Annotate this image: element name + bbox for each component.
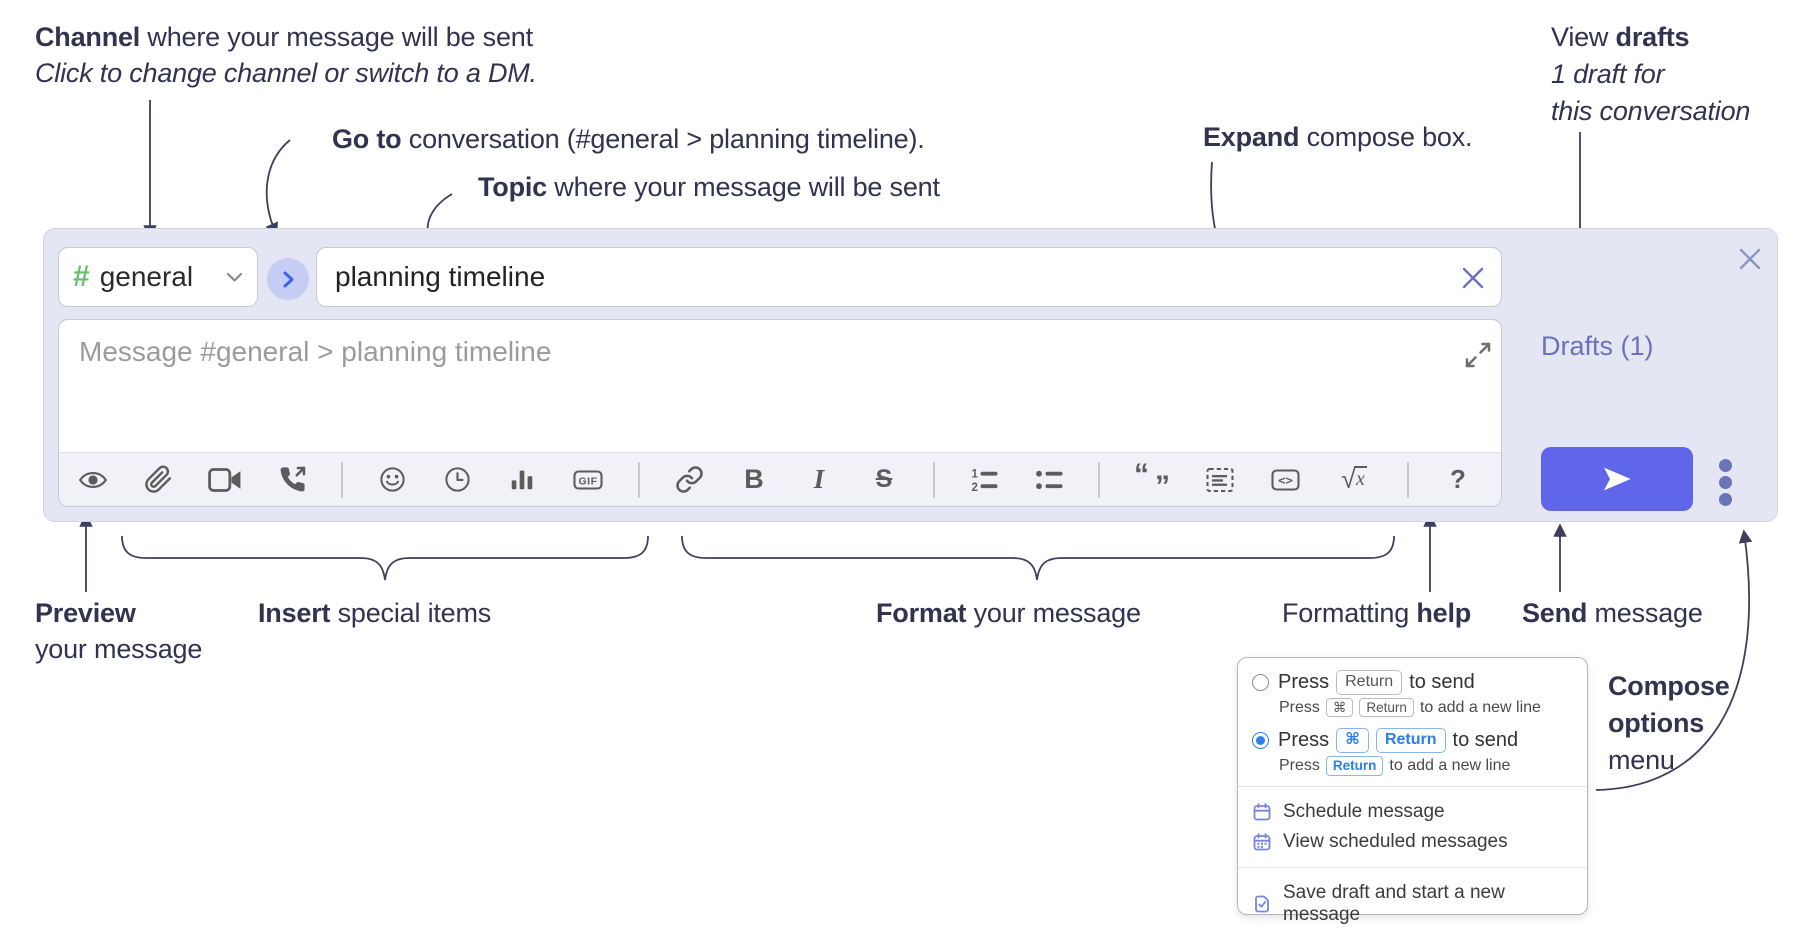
compose-options-menu-button[interactable] bbox=[1719, 459, 1732, 506]
menu-item-schedule-message[interactable]: Schedule message bbox=[1252, 797, 1573, 827]
toolbar-divider bbox=[638, 461, 640, 498]
message-box: GIF B I S 12 “” bbox=[58, 319, 1502, 507]
annotation-drafts-line3: this conversation bbox=[1551, 96, 1751, 126]
preview-icon[interactable] bbox=[77, 462, 109, 498]
code-icon[interactable]: <> bbox=[1269, 462, 1301, 498]
attach-file-icon[interactable] bbox=[142, 462, 174, 498]
voice-call-icon[interactable] bbox=[276, 462, 308, 498]
svg-text:<>: <> bbox=[1277, 472, 1292, 487]
svg-text:2: 2 bbox=[972, 482, 978, 494]
gif-icon[interactable]: GIF bbox=[571, 462, 605, 498]
math-icon[interactable]: √x bbox=[1341, 464, 1367, 494]
key-cmd: ⌘ bbox=[1336, 728, 1369, 754]
poll-icon[interactable] bbox=[506, 462, 538, 498]
formatting-help-icon[interactable]: ? bbox=[1450, 464, 1466, 494]
radio-unselected[interactable] bbox=[1252, 673, 1269, 691]
toolbar-divider bbox=[1098, 461, 1100, 498]
key-return: Return bbox=[1336, 670, 1403, 695]
go-to-conversation-button[interactable] bbox=[267, 258, 309, 300]
annotation-formatting-help: Formatting help bbox=[1282, 598, 1472, 628]
send-icon bbox=[1603, 467, 1631, 491]
quote-icon[interactable]: “” bbox=[1134, 457, 1170, 503]
calendar-icon bbox=[1253, 802, 1271, 821]
expand-compose-icon[interactable] bbox=[1463, 340, 1493, 370]
draft-document-check-icon bbox=[1255, 895, 1269, 913]
emoji-icon[interactable] bbox=[376, 462, 408, 498]
annotation-channel: Channel where your message will be sent bbox=[35, 22, 533, 52]
annotation-goto: Go to conversation (#general > planning … bbox=[332, 124, 925, 154]
annotation-preview: Preview bbox=[35, 598, 136, 628]
toolbar-divider bbox=[933, 461, 935, 498]
message-input[interactable] bbox=[59, 320, 1501, 452]
svg-text:GIF: GIF bbox=[579, 475, 598, 487]
clear-topic-icon[interactable] bbox=[1459, 264, 1487, 292]
topic-input[interactable] bbox=[317, 248, 1501, 306]
bulleted-list-icon[interactable] bbox=[1033, 462, 1065, 498]
spoiler-icon[interactable] bbox=[1204, 462, 1236, 498]
annotation-topic: Topic where your message will be sent bbox=[478, 172, 940, 202]
annotation-send: Send message bbox=[1522, 598, 1703, 628]
annotation-compose-options: Compose options menu bbox=[1608, 671, 1730, 775]
global-time-icon[interactable] bbox=[441, 462, 473, 498]
compose-box: # general bbox=[43, 228, 1778, 522]
annotation-drafts-line2: 1 draft for bbox=[1551, 59, 1665, 89]
chevron-down-icon bbox=[226, 272, 243, 282]
channel-hash-icon: # bbox=[73, 260, 90, 293]
key-return: Return bbox=[1375, 728, 1446, 754]
key-cmd: ⌘ bbox=[1325, 697, 1354, 718]
italic-icon[interactable]: I bbox=[813, 464, 825, 494]
link-icon[interactable] bbox=[673, 462, 705, 498]
annotation-insert: Insert special items bbox=[258, 598, 492, 628]
annotation-view-drafts: View drafts bbox=[1551, 22, 1690, 52]
toolbar-divider bbox=[341, 461, 343, 498]
menu-item-save-draft[interactable]: Save draft and start a new message bbox=[1252, 878, 1573, 930]
chevron-right-icon bbox=[283, 271, 293, 287]
annotation-format: Format your message bbox=[876, 598, 1141, 628]
send-button[interactable] bbox=[1541, 447, 1693, 511]
drafts-link[interactable]: Drafts (1) bbox=[1541, 331, 1654, 361]
annotation-expand: Expand compose box. bbox=[1203, 122, 1473, 152]
annotation-preview-line2: your message bbox=[35, 634, 203, 664]
bold-icon[interactable]: B bbox=[744, 464, 764, 494]
toolbar-divider bbox=[1407, 461, 1409, 498]
annotation-channel-sub: Click to change channel or switch to a D… bbox=[35, 58, 537, 88]
close-compose-icon[interactable] bbox=[1736, 245, 1764, 273]
radio-selected[interactable] bbox=[1252, 732, 1269, 750]
popup-divider bbox=[1238, 785, 1587, 787]
key-return: Return bbox=[1325, 756, 1384, 776]
key-return: Return bbox=[1359, 697, 1414, 718]
channel-selector[interactable]: # general bbox=[58, 247, 258, 307]
svg-text:1: 1 bbox=[972, 468, 979, 480]
topic-field-wrapper bbox=[316, 247, 1502, 307]
channel-name: general bbox=[99, 261, 194, 292]
strikethrough-icon[interactable]: S bbox=[875, 465, 893, 493]
calendar-grid-icon bbox=[1253, 832, 1271, 851]
video-call-icon[interactable] bbox=[207, 462, 243, 498]
popup-divider bbox=[1238, 866, 1587, 868]
menu-item-view-scheduled-messages[interactable]: View scheduled messages bbox=[1252, 827, 1573, 857]
